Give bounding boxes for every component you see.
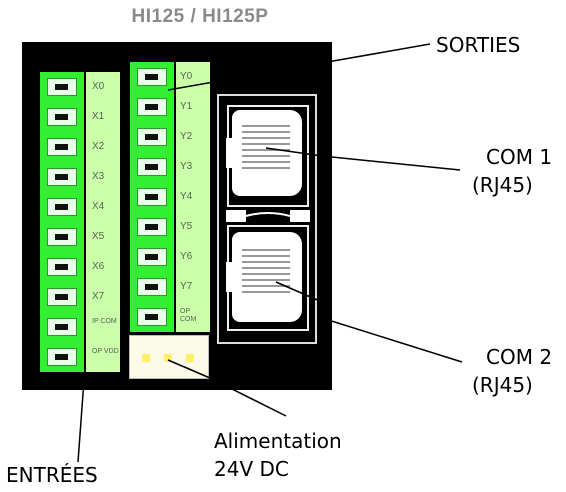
com1-type-label: (RJ45) — [472, 173, 533, 197]
com1-label: COM 1 — [486, 145, 553, 169]
power-pin — [142, 354, 150, 362]
input-terminal-screw — [47, 318, 77, 336]
input-terminal-label: OP VDD — [92, 348, 119, 355]
sorties-label: SORTIES — [436, 33, 521, 57]
output-terminal-screw — [137, 68, 167, 86]
input-terminal-screw — [47, 258, 77, 276]
output-terminal-screw — [137, 98, 167, 116]
output-terminal-label: Y4 — [180, 191, 193, 202]
output-terminal-label: Y3 — [180, 161, 193, 172]
output-terminal-label: OP COM — [180, 308, 197, 323]
output-terminal-label: Y5 — [180, 221, 193, 232]
input-terminal-label: X4 — [92, 201, 105, 212]
power-pin — [186, 354, 194, 362]
output-terminal-screw — [137, 158, 167, 176]
input-terminal-screw — [47, 78, 77, 96]
output-label-strip — [176, 62, 210, 332]
rj45-ports-illustration — [226, 105, 310, 331]
output-terminal-label: Y2 — [180, 131, 193, 142]
power-connector — [129, 335, 209, 379]
com1-leader-inner — [265, 147, 323, 157]
input-terminal-screw — [47, 138, 77, 156]
device-title: HI125 / HI125P — [131, 6, 269, 27]
output-terminal-screw — [137, 188, 167, 206]
port-separator — [226, 210, 310, 222]
power-label: Alimentation — [214, 429, 342, 453]
power-pin — [164, 354, 172, 362]
com2-label: COM 2 — [486, 345, 553, 369]
output-terminal-label: Y0 — [180, 71, 193, 82]
input-terminal-label: IP COM — [92, 318, 117, 325]
output-terminal-screw — [137, 278, 167, 296]
input-terminal-label: X0 — [92, 81, 105, 92]
input-terminal-screw — [47, 228, 77, 246]
input-terminal-screw — [47, 348, 77, 366]
output-terminal-screw — [137, 308, 167, 326]
input-terminal-label: X5 — [92, 231, 105, 242]
input-terminal-label: X3 — [92, 171, 105, 182]
input-terminal-screw — [47, 168, 77, 186]
com2-leader — [321, 317, 463, 363]
output-terminal-label: Y6 — [180, 251, 193, 262]
input-terminal-screw — [47, 288, 77, 306]
com2-type-label: (RJ45) — [472, 373, 533, 397]
input-terminal-label: X2 — [92, 141, 105, 152]
input-terminal-screw — [47, 108, 77, 126]
com1-leader — [321, 155, 461, 171]
entrees-leader — [77, 379, 85, 463]
input-terminal-screw — [47, 198, 77, 216]
com-ports-frame — [217, 94, 317, 344]
output-terminal-screw — [137, 248, 167, 266]
com2-leader-inner — [275, 281, 323, 303]
output-terminal-label: Y7 — [180, 281, 193, 292]
power-leader-inner — [167, 359, 211, 379]
output-terminal-label: Y1 — [180, 101, 193, 112]
sorties-leader — [167, 43, 431, 91]
output-terminal-screw — [137, 218, 167, 236]
entrees-label: ENTRÉES — [6, 463, 98, 487]
power-voltage-label: 24V DC — [214, 457, 289, 481]
power-leader — [209, 377, 287, 417]
input-label-strip — [86, 72, 120, 372]
input-terminal-label: X6 — [92, 261, 105, 272]
com2-port-icon — [226, 225, 309, 331]
input-terminal-label: X7 — [92, 291, 105, 302]
com1-port-icon — [226, 105, 309, 207]
input-terminal-label: X1 — [92, 111, 105, 122]
output-terminal-screw — [137, 128, 167, 146]
